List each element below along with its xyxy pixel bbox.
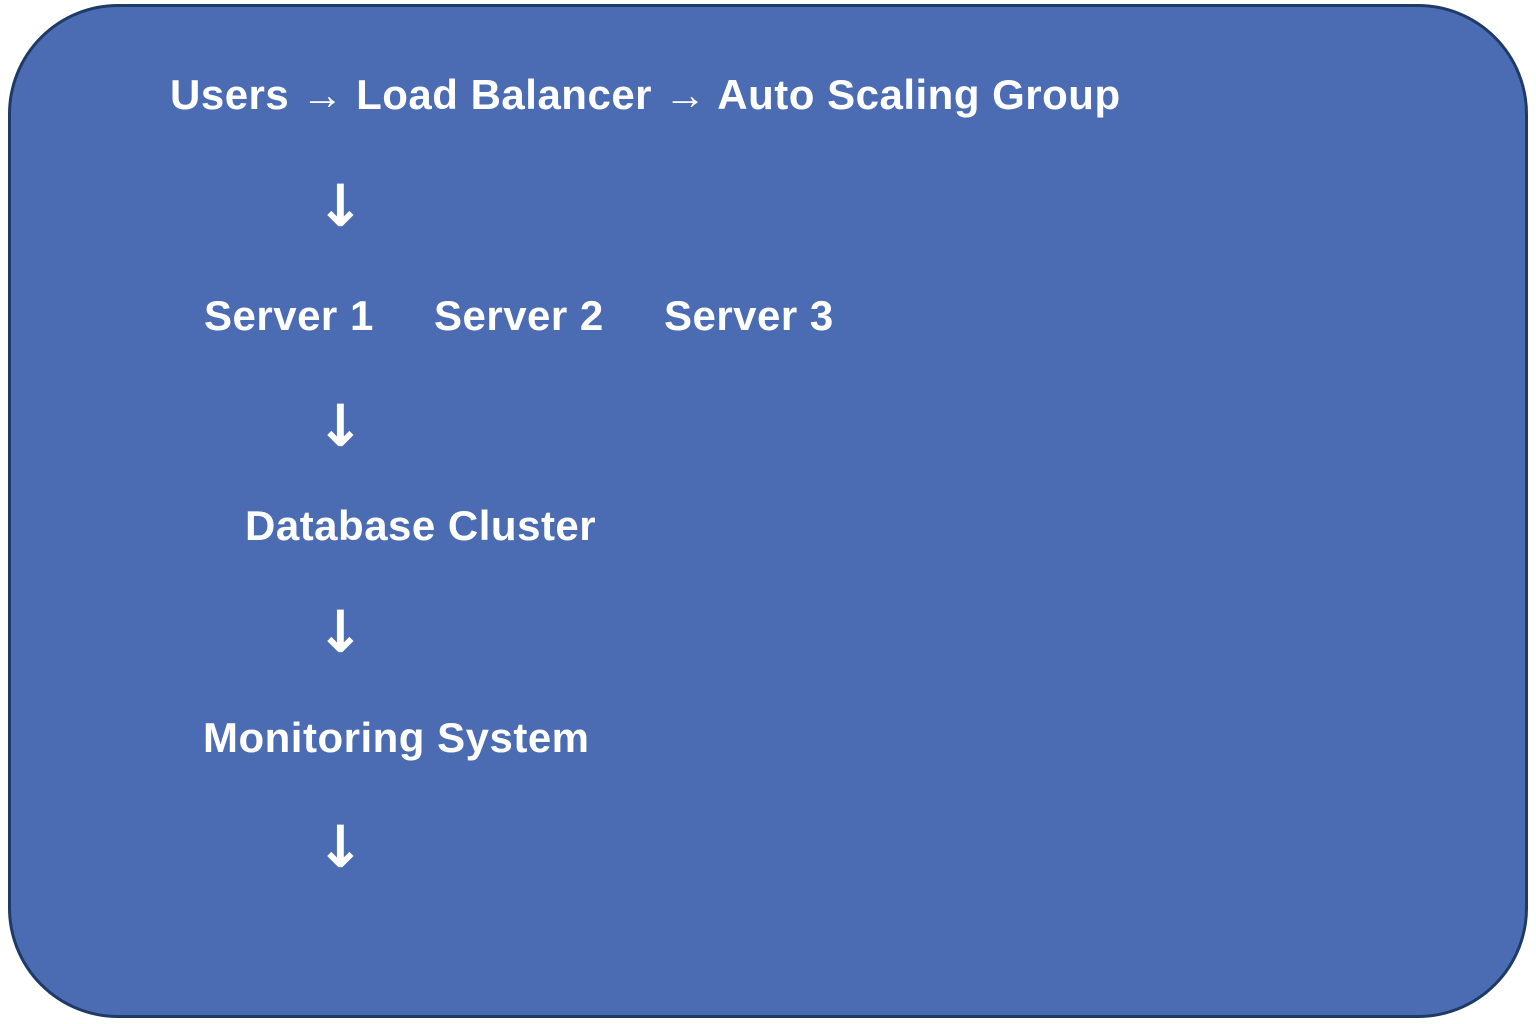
down-arrow-icon: ↓ — [316, 392, 365, 460]
server-2-label: Server 2 — [433, 292, 604, 339]
down-arrow-icon: ↓ — [316, 598, 365, 666]
server-3-label: Server 3 — [663, 292, 834, 339]
flow-step-monitoring-system: Monitoring System — [203, 714, 590, 761]
down-arrow-icon: ↓ — [316, 172, 365, 240]
down-arrow-icon: ↓ — [316, 813, 365, 881]
flow-step-users-loadbalancer-asg: Users → Load Balancer → Auto Scaling Gro… — [170, 71, 1121, 118]
diagram-panel — [8, 4, 1528, 1018]
flow-step-database-cluster: Database Cluster — [245, 502, 597, 549]
flow-step-servers: Server 1 Server 2 Server 3 — [204, 292, 834, 339]
server-1-label: Server 1 — [204, 292, 374, 339]
